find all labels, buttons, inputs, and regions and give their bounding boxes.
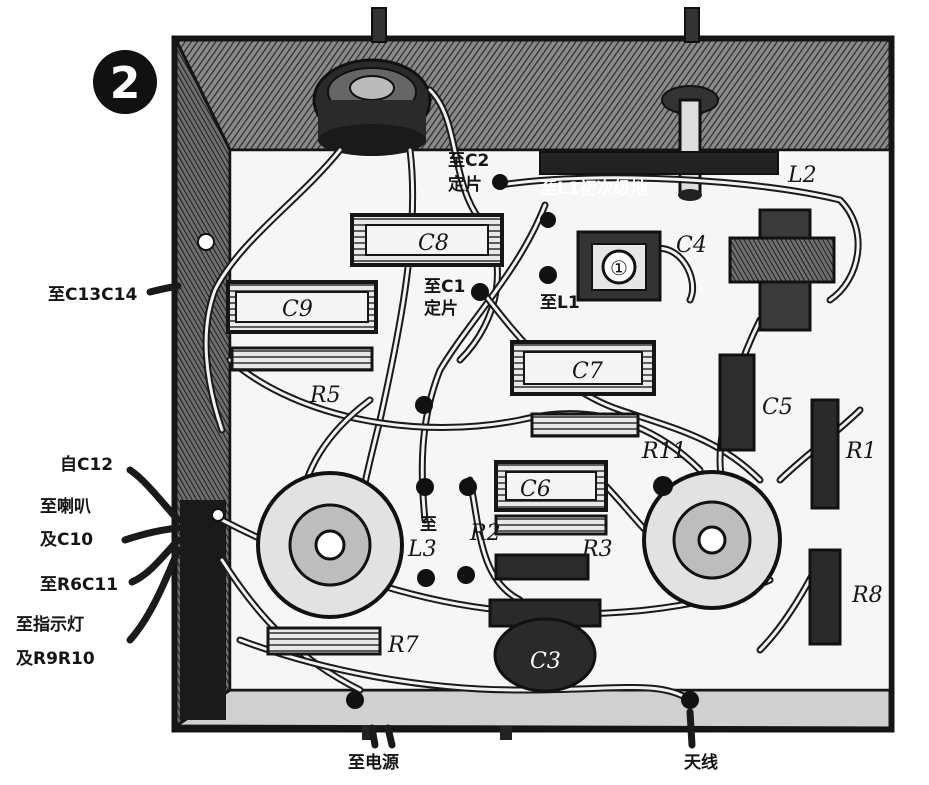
- label-r7: R7: [387, 633, 419, 658]
- coil-l2: [728, 208, 836, 332]
- capacitor-c8: [350, 213, 504, 267]
- label-c6: C6: [520, 477, 551, 502]
- external-leads-bottom: [368, 708, 696, 749]
- label-c4: C4: [676, 233, 707, 258]
- label-from-c12: 自C12: [60, 454, 113, 475]
- label-r3: R3: [581, 537, 613, 562]
- capacitor-c9: [226, 280, 378, 334]
- tag-strip-top: [539, 151, 779, 175]
- label-r11: R11: [641, 439, 687, 464]
- label-l3: L3: [407, 537, 437, 562]
- label-r2: R2: [469, 521, 501, 546]
- capacitor-c3: [488, 598, 602, 693]
- label-c8: C8: [418, 231, 449, 256]
- label-c7: C7: [572, 359, 603, 384]
- label-to-power: 至电源: [348, 752, 399, 773]
- label-l2: L2: [787, 163, 817, 188]
- figure-number-badge: 2: [93, 50, 157, 114]
- solder-lugs: [197, 174, 699, 709]
- label-l1-primary: 至L1初次级地: [540, 178, 648, 199]
- label-to-r6-c11: 至R6C11: [40, 575, 118, 595]
- resistor-r1: [810, 398, 840, 510]
- tube-socket-top: [312, 58, 432, 156]
- connection-labels: 至C13C14 自C12 至喇叭 及C10 至R6C11 至指示灯 及R9R10…: [16, 285, 718, 773]
- label-c2-line2: 定片: [448, 174, 482, 195]
- resistor-r5: [230, 346, 374, 372]
- label-c2-line1: 至C2: [448, 151, 489, 171]
- label-c9: C9: [282, 297, 313, 322]
- tube-socket-right: [642, 470, 782, 610]
- resistor-r11: [530, 412, 640, 438]
- label-indicator-line1: 至指示灯: [16, 614, 84, 635]
- label-r8: R8: [851, 583, 883, 608]
- label-speaker-line2: 及C10: [40, 530, 93, 550]
- label-speaker-line1: 至喇叭: [40, 496, 91, 517]
- external-leads-left: [121, 282, 182, 644]
- label-to-c13-c14: 至C13C14: [48, 285, 137, 305]
- label-c3: C3: [530, 649, 561, 674]
- capacitor-c6: [494, 460, 608, 512]
- tube-socket-left: [256, 471, 404, 619]
- capacitor-c7: [510, 340, 656, 396]
- label-antenna: 天线: [684, 752, 718, 773]
- resistor-r8: [808, 548, 842, 646]
- label-to-small: 至: [420, 515, 437, 535]
- label-r1: R1: [845, 439, 877, 464]
- resistor-r7: [266, 626, 382, 656]
- label-c5: C5: [762, 395, 793, 420]
- label-c1-line2: 定片: [424, 298, 458, 319]
- figure-number: 2: [110, 58, 141, 109]
- trimmer-c4: [576, 230, 662, 302]
- label-indicator-line2: 及R9R10: [16, 649, 95, 669]
- capacitor-c5: [718, 353, 756, 452]
- label-dial-mark: ①: [610, 256, 628, 280]
- resistor-r2: [494, 514, 608, 536]
- component-labels: C8 C9 C4 L2 C7 R5 C5 R11 R1 C6 R2 R3 L3 …: [282, 151, 883, 674]
- label-r5: R5: [309, 383, 341, 408]
- label-c1-line1: 至C1: [424, 277, 465, 297]
- resistor-r3: [494, 553, 590, 581]
- label-to-l1: 至L1: [540, 293, 580, 313]
